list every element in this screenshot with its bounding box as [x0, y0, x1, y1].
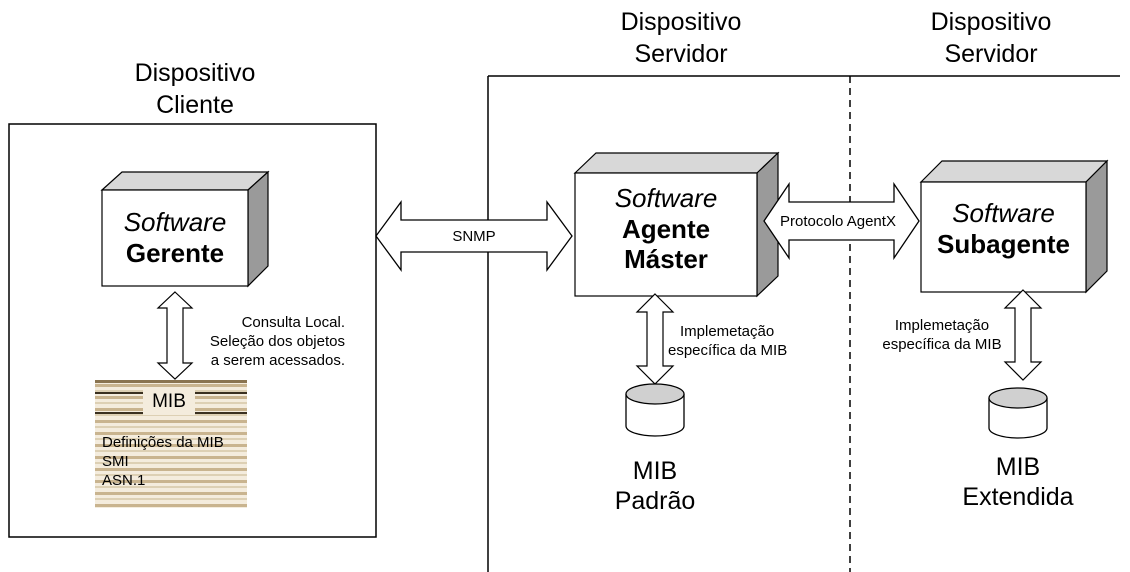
manager-box-label: Software Gerente	[102, 206, 248, 268]
subagent-bold-label: Subagente	[937, 229, 1070, 259]
local-query-line1: Consulta Local.	[241, 314, 345, 331]
mib-item-3: ASN.1	[102, 472, 146, 489]
master-bold-line1: Agente	[621, 214, 711, 244]
subagent-italic-label: Software	[952, 198, 1055, 228]
master-italic-label: Software	[614, 183, 718, 213]
manager-italic-label: Software	[123, 207, 227, 237]
local-query-line3: a serem acessados.	[210, 352, 345, 369]
mib-document-items: Definições da MIB SMI ASN.1	[102, 433, 247, 490]
client-title-line2-text: Cliente	[156, 91, 234, 119]
subagent-software-box	[919, 159, 1109, 294]
manager-bold-label: Gerente	[125, 238, 225, 268]
subagent-impl-arrow	[1003, 289, 1043, 381]
local-query-line2: Seleção dos objetos	[209, 333, 345, 350]
client-device-frame	[8, 123, 377, 538]
master-impl-line1: Implemetação	[680, 323, 775, 340]
mib-document	[95, 380, 247, 508]
sub-title-line1: Dispositivo	[930, 8, 1052, 36]
mib-padrao-database-icon	[625, 383, 685, 437]
sub-impl-line2: específica da MIB	[882, 336, 1002, 353]
mib-extendida-label: MIB Extendida	[958, 452, 1078, 512]
client-device-title: Dispositivo Cliente	[90, 57, 300, 121]
mib-extendida-line1: MIB	[995, 453, 1041, 481]
mib-padrao-line2: Padrão	[614, 487, 696, 515]
mib-item-1: Definições da MIB	[102, 434, 224, 451]
sub-impl-line1: Implemetação	[894, 317, 990, 334]
agentx-label: Protocolo AgentX	[780, 213, 896, 230]
sub-device-title: Dispositivo Servidor	[886, 6, 1096, 70]
subagent-box-label: Software Subagente	[921, 197, 1086, 259]
sub-impl-text: Implemetação específica da MIB	[872, 316, 1012, 354]
master-impl-text: Implemetação específica da MIB	[668, 322, 818, 360]
mib-padrao-line1: MIB	[632, 457, 678, 485]
manager-software-box	[100, 170, 270, 288]
local-query-text: Consulta Local. Seleção dos objetos a se…	[180, 313, 345, 370]
client-title-line1: Dispositivo	[134, 59, 256, 87]
master-title-line1: Dispositivo	[620, 8, 742, 36]
local-query-arrow	[156, 291, 194, 380]
mib-extendida-line2: Extendida	[962, 483, 1074, 511]
master-bold-line2: Máster	[624, 244, 708, 274]
mib-item-2: SMI	[102, 453, 129, 470]
sub-title-line2: Servidor	[944, 40, 1038, 68]
master-agent-software-box	[573, 151, 780, 298]
master-box-label: Software Agente Máster	[575, 182, 757, 274]
snmp-label: SNMP	[452, 228, 496, 245]
snmp-arrow	[375, 200, 573, 272]
master-title-line2: Servidor	[634, 40, 728, 68]
server-device-frame	[487, 75, 1120, 572]
mib-padrao-label: MIB Padrão	[600, 456, 710, 516]
mib-extendida-database-icon	[988, 387, 1048, 439]
master-device-title: Dispositivo Servidor	[576, 6, 786, 70]
mib-document-title: MIB	[152, 391, 186, 412]
master-impl-line2: específica da MIB	[668, 342, 788, 359]
